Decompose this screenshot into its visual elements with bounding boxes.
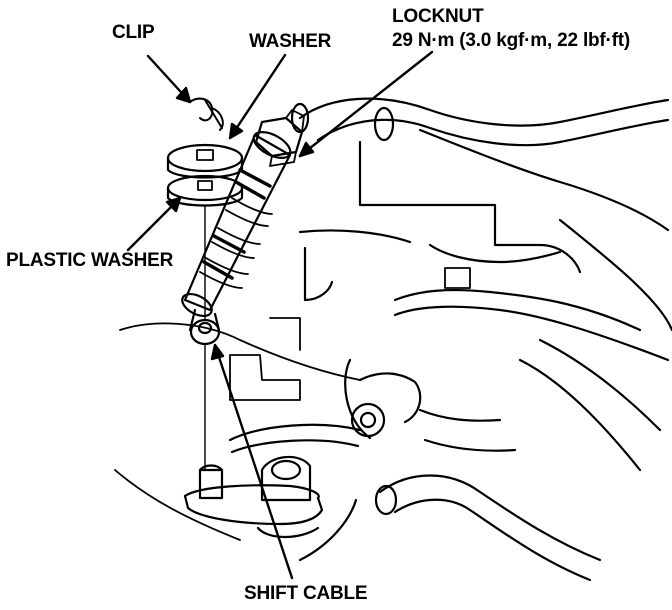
background-arcs <box>114 317 361 541</box>
transmission-housing <box>290 97 672 582</box>
shift-cable-label: SHIFT CABLE <box>244 583 368 604</box>
washer-label: WASHER <box>249 31 332 52</box>
shift-lever-bracket <box>183 423 362 562</box>
shift-cable-body <box>181 109 305 346</box>
callout-arrows <box>126 50 434 580</box>
plastic-washer-label: PLASTIC WASHER <box>6 250 174 271</box>
washer-stack <box>166 97 244 471</box>
locknut-label: LOCKNUT <box>392 6 484 27</box>
clip-label: CLIP <box>112 22 155 43</box>
locknut-torque-spec: 29 N·m (3.0 kgf·m, 22 lbf·ft) <box>392 30 631 51</box>
